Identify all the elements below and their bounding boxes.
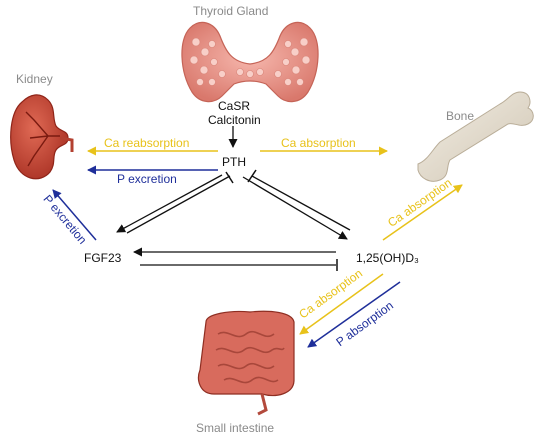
label-intestine-vitd-p-absorption: P absorption: [333, 298, 396, 349]
arrow-intestine-vitd-p-absorption: [307, 281, 401, 348]
vitamin-d-node: 1,25(OH)D₃: [356, 251, 419, 265]
bone-image: [417, 91, 534, 182]
arrow-pth-to-fgf23: [116, 174, 223, 233]
thyroid-gland-label: Thyroid Gland: [193, 4, 269, 18]
pth-node: PTH: [222, 155, 246, 169]
label-fgf23-kidney-p-excretion: P excretion: [40, 192, 89, 247]
inhibit-fgf23-to-pth: [126, 175, 231, 234]
kidney-label: Kidney: [16, 72, 53, 86]
inhibit-vitd-to-pth-bar: [247, 169, 257, 183]
small-intestine-label: Small intestine: [196, 421, 275, 435]
arrow-vitd-intestine-ca-absorption: [299, 273, 384, 335]
inhibit-vitd-to-pth: [251, 175, 351, 231]
small-intestine-image: [197, 310, 295, 416]
arrow-pth-to-vitd: [242, 176, 348, 240]
label-pth-kidney-ca-reabsorption: Ca reabsorption: [104, 136, 190, 150]
bone-label: Bone: [446, 109, 475, 123]
calcitonin-label: Calcitonin: [208, 113, 261, 127]
casr-label: CaSR: [218, 99, 251, 113]
label-pth-bone-ca-absorption: Ca absorption: [281, 136, 356, 150]
arrow-fgf23-kidney-p-excretion: [52, 189, 97, 241]
label-vitd-bone-ca-absorption: Ca absorption: [385, 176, 454, 230]
inhibit-fgf23-to-pth-bar: [225, 171, 234, 184]
arrow-vitd-bone-ca-absorption: [382, 184, 463, 241]
thyroid-gland-image: [181, 21, 319, 103]
label-pth-kidney-p-excretion: P excretion: [117, 172, 177, 186]
kidney-image: [10, 94, 74, 180]
fgf23-node: FGF23: [84, 251, 122, 265]
